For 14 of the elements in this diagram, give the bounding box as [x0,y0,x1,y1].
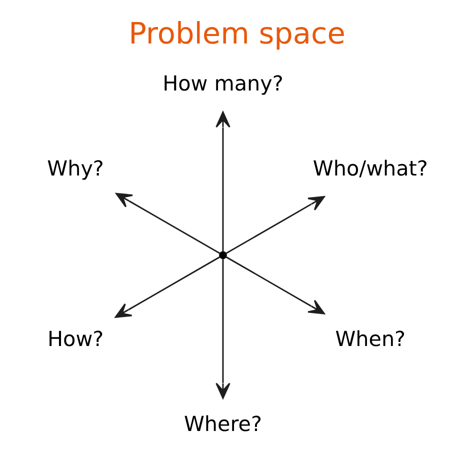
arrow [114,256,220,318]
arrow [216,258,230,399]
arrow [226,196,325,254]
node-text: Where? [184,412,262,436]
diagram-title: Problem space [128,16,346,51]
node-text: Who/what? [312,156,428,181]
arrow [116,192,220,254]
arrow [226,256,325,314]
node-text: How? [48,326,104,351]
node-point [219,251,227,260]
node-text: Why? [47,156,104,181]
arrow [216,111,230,252]
node-text: When? [335,326,406,351]
node-text: How many? [162,71,284,96]
